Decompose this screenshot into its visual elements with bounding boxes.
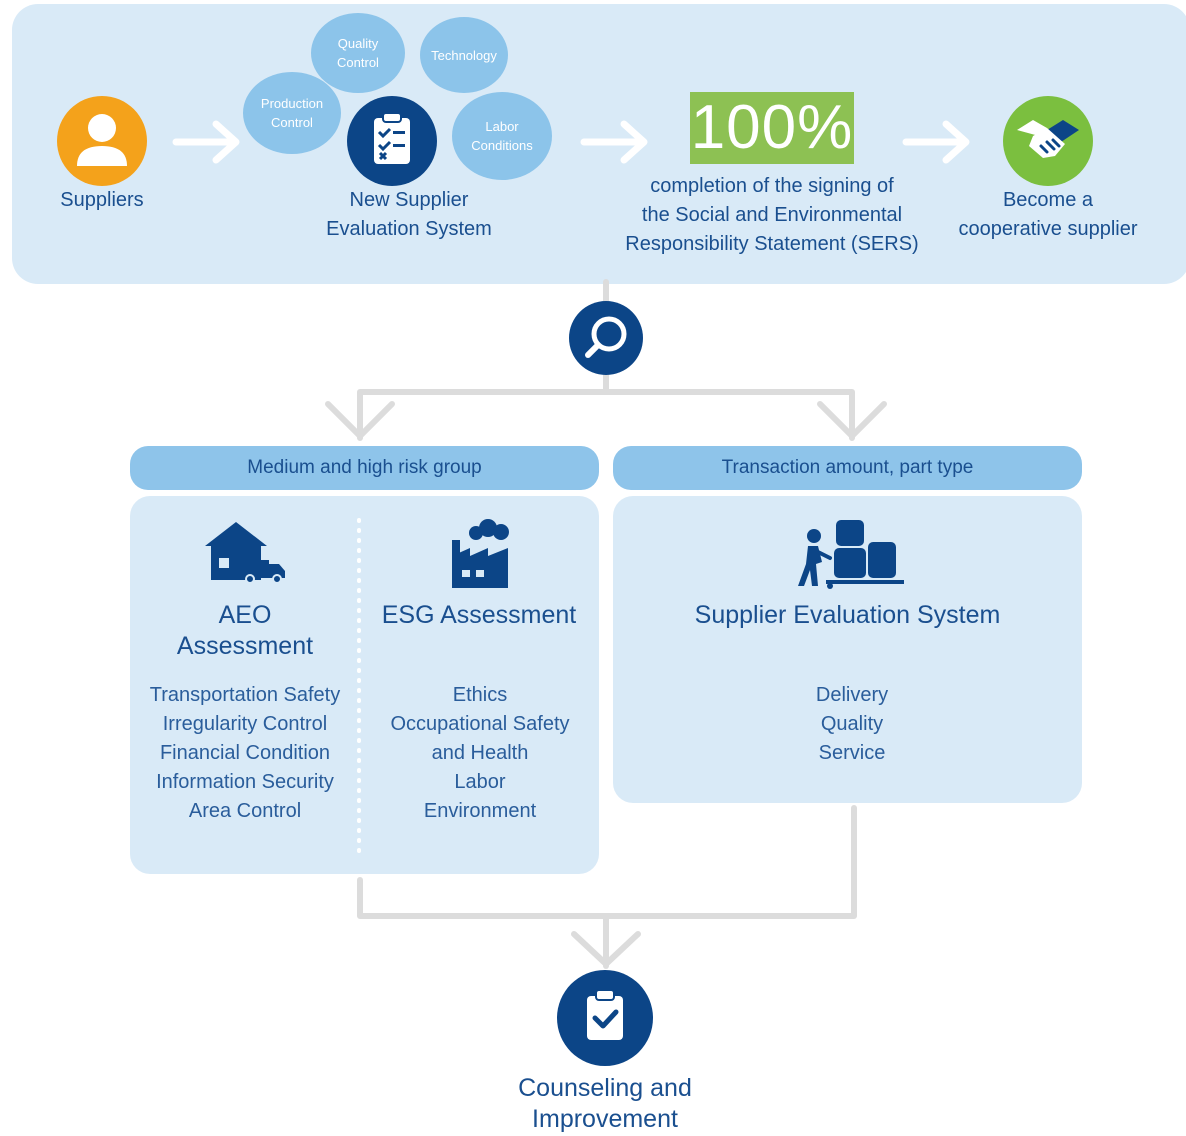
arrow-right-icon: [902, 120, 970, 164]
clipboard-check-icon: [557, 970, 653, 1066]
risk-group-pill: Medium and high risk group: [130, 446, 599, 490]
sers-percentage: 100%: [690, 92, 854, 164]
list-item: Information Security: [156, 771, 334, 793]
cooperative-label: Become a cooperative supplier: [958, 189, 1138, 240]
list-item: Service: [818, 742, 886, 764]
list-item: Ethics: [452, 684, 508, 706]
list-item: Irregularity Control: [162, 713, 328, 735]
list-item: Transportation Safety: [149, 684, 341, 706]
sers-description: completion of the signing of the Social …: [625, 175, 919, 255]
panel-divider: [357, 518, 361, 858]
checklist-icon: [347, 96, 437, 186]
arrow-right-icon: [580, 120, 648, 164]
esg-title: ESG Assessment: [381, 601, 577, 629]
list-item: Delivery: [815, 684, 889, 706]
esg-criteria-list: Ethics Occupational Safety and Health La…: [366, 681, 594, 826]
ses-title: Supplier Evaluation System: [694, 601, 1001, 629]
factory-icon: [452, 519, 509, 588]
supplier-evaluation-panel: [613, 496, 1082, 803]
pallet-jack-worker-icon: [798, 520, 904, 589]
nses-label: New Supplier Evaluation System: [326, 189, 492, 240]
list-item: Labor: [454, 771, 506, 793]
aeo-esg-panel: [130, 496, 599, 874]
list-item: Quality: [820, 713, 884, 735]
search-icon: [569, 301, 643, 375]
list-item: and Health: [431, 742, 529, 764]
warehouse-truck-icon: [205, 522, 285, 584]
list-item: Occupational Safety: [390, 713, 570, 735]
bubble-technology: Technology: [420, 17, 508, 93]
suppliers-label: Suppliers: [60, 189, 144, 211]
counseling-label: Counseling and Improvement: [518, 1074, 692, 1133]
aeo-criteria-list: Transportation Safety Irregularity Contr…: [130, 681, 360, 826]
supplier-person-icon: [57, 96, 147, 186]
transaction-group-pill: Transaction amount, part type: [613, 446, 1082, 490]
aeo-title: AEO Assessment: [176, 601, 314, 660]
list-item: Financial Condition: [159, 742, 331, 764]
ses-criteria-list: Delivery Quality Service: [613, 681, 1091, 768]
arrow-right-icon: [172, 120, 240, 164]
list-item: Area Control: [188, 800, 302, 822]
list-item: Environment: [423, 800, 537, 822]
handshake-icon: [1003, 96, 1093, 186]
